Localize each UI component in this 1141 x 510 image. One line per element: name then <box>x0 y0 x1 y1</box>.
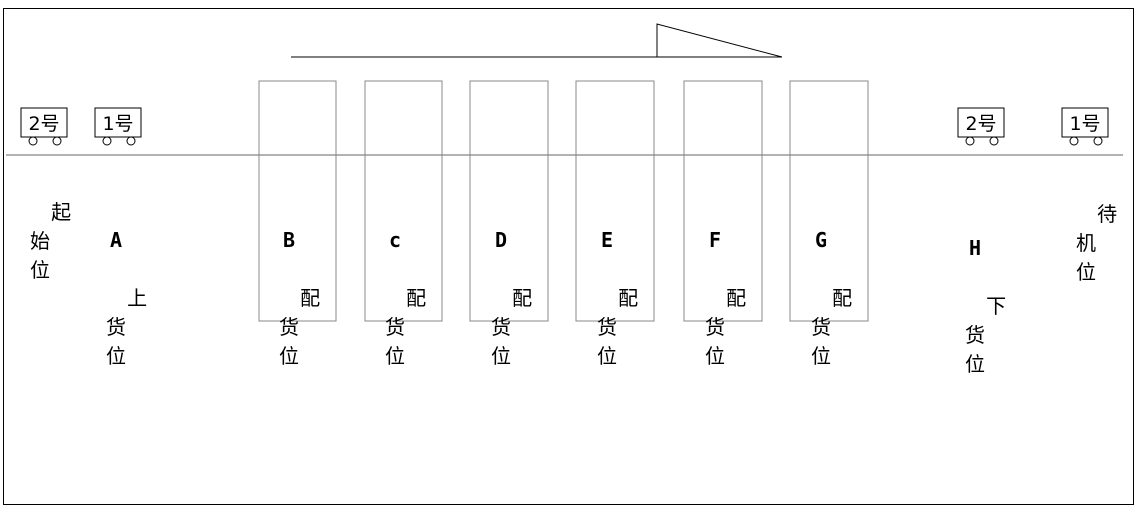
label-standby-text: 待 机 位 <box>1076 202 1118 284</box>
label-start: 起 始 位 <box>27 169 71 285</box>
label-standby: 待 机 位 <box>1073 171 1117 287</box>
label-f-letter: F <box>708 228 722 252</box>
cart-left-2: 2号 <box>20 107 68 146</box>
label-g: G 配 货 位 <box>808 168 852 371</box>
label-d-letter: D <box>494 228 508 252</box>
station-box-b <box>258 80 337 322</box>
cart-right-2: 2号 <box>957 107 1005 146</box>
cart-left-1-label: 1号 <box>102 113 133 135</box>
label-e-text: 配 货 位 <box>597 286 639 368</box>
label-h: H 下 货 位 <box>962 176 1006 379</box>
cart-right-1-label: 1号 <box>1069 113 1100 135</box>
label-c: c 配 货 位 <box>382 168 426 371</box>
station-box-e <box>575 80 655 322</box>
label-b: B 配 货 位 <box>276 168 320 371</box>
label-e: E 配 货 位 <box>594 168 638 371</box>
label-h-letter: H <box>968 236 982 260</box>
label-g-letter: G <box>814 228 828 252</box>
cart-right-1: 1号 <box>1061 107 1109 146</box>
label-f-text: 配 货 位 <box>705 286 747 368</box>
label-e-letter: E <box>600 228 614 252</box>
cart-right-2-label: 2号 <box>965 113 996 135</box>
label-start-text: 起 始 位 <box>30 200 72 282</box>
label-a-letter: A <box>109 228 123 252</box>
station-box-c <box>364 80 443 322</box>
label-b-letter: B <box>282 228 296 252</box>
label-h-text: 下 货 位 <box>965 294 1007 376</box>
flag-triangle <box>656 23 783 58</box>
station-box-d <box>469 80 549 322</box>
cart-left-1: 1号 <box>94 107 142 146</box>
label-a-text: 上 货 位 <box>106 286 148 368</box>
label-b-text: 配 货 位 <box>279 286 321 368</box>
label-c-text: 配 货 位 <box>385 286 427 368</box>
station-box-f <box>683 80 763 322</box>
label-d-text: 配 货 位 <box>491 286 533 368</box>
cart-left-2-label: 2号 <box>28 113 59 135</box>
label-f: F 配 货 位 <box>702 168 746 371</box>
label-a: A 上 货 位 <box>103 168 147 371</box>
station-box-g <box>789 80 869 322</box>
diagram-frame <box>3 8 1134 505</box>
label-c-letter: c <box>388 228 402 252</box>
label-d: D 配 货 位 <box>488 168 532 371</box>
label-g-text: 配 货 位 <box>811 286 853 368</box>
